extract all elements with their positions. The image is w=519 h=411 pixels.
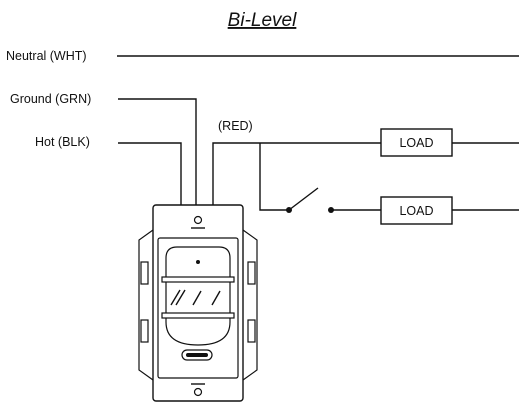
- lens-band-top: [161, 276, 235, 283]
- lens-glare-2: [175, 289, 186, 306]
- load-2-label: LOAD: [399, 204, 433, 218]
- load-1-label: LOAD: [399, 136, 433, 150]
- lens-glare-1: [170, 289, 181, 306]
- right-mount-tab: [242, 229, 258, 381]
- indicator-led-icon: [196, 260, 200, 264]
- top-screw-icon: [193, 215, 203, 225]
- occupancy-sensor-device: [138, 204, 258, 402]
- hot-wire-label: Hot (BLK): [35, 135, 90, 149]
- lens-glare-3: [192, 290, 202, 306]
- red-wire-label: (RED): [218, 119, 253, 133]
- ground-wire: [118, 98, 197, 205]
- left-mount-tab: [138, 229, 154, 381]
- diagram-title: Bi-Level: [228, 10, 297, 31]
- left-slot-bottom: [140, 319, 149, 343]
- left-slot-top: [140, 261, 149, 285]
- hot-wire: [118, 142, 182, 205]
- bottom-screw-icon: [193, 387, 203, 397]
- lens-band-bottom: [161, 312, 235, 319]
- right-slot-bottom: [247, 319, 256, 343]
- right-slot-top: [247, 261, 256, 285]
- branch-wire: [259, 143, 289, 211]
- load-box-1: LOAD: [380, 128, 453, 157]
- red-wire: [212, 142, 381, 205]
- push-button-inner: [186, 353, 208, 357]
- lens-glare-4: [211, 290, 221, 306]
- neutral-wire-label: Neutral (WHT): [6, 49, 87, 63]
- load-box-2: LOAD: [380, 196, 453, 225]
- ground-wire-label: Ground (GRN): [10, 92, 91, 106]
- switch-lever: [288, 187, 319, 211]
